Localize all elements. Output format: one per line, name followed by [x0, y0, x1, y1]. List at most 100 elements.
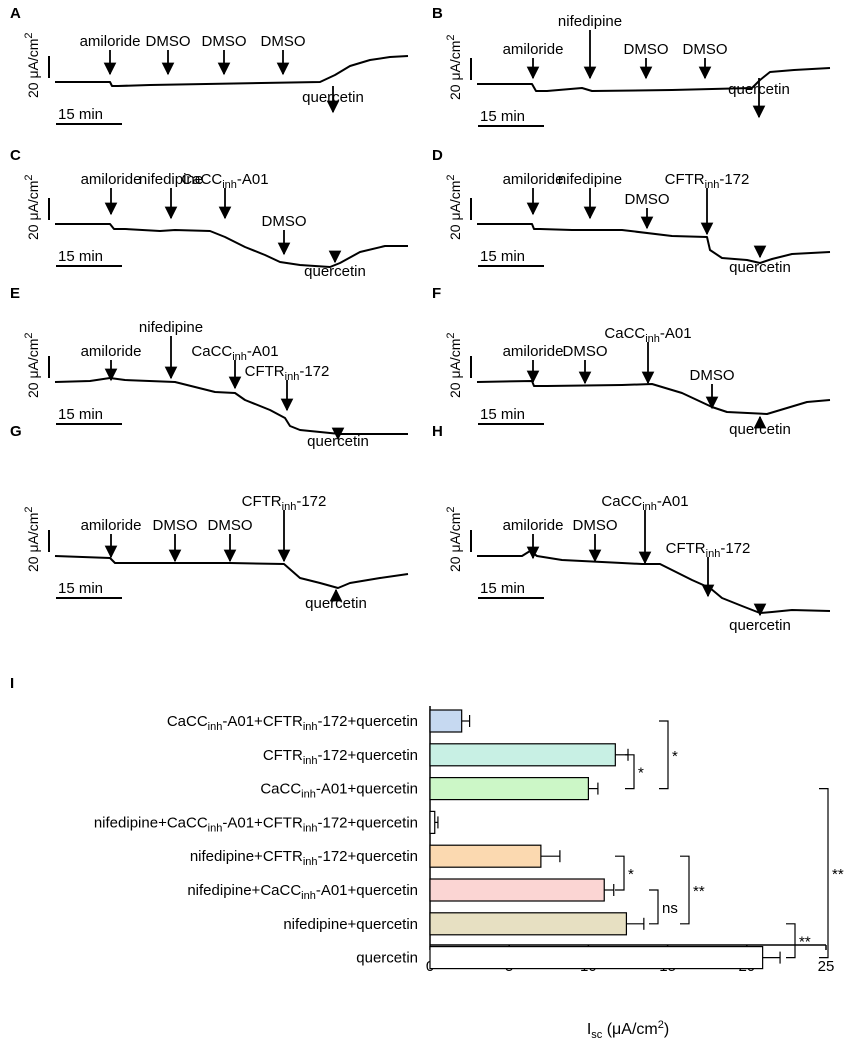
significance-bracket	[786, 923, 796, 959]
annotation-label: amiloride	[80, 33, 141, 50]
significance-label: ns	[662, 900, 678, 917]
bar	[429, 810, 436, 835]
annotation-label: amiloride	[81, 343, 142, 360]
y-scale-label: 20 μA/cm2	[445, 506, 463, 572]
significance-label: **	[799, 934, 811, 951]
annotation-label: quercetin	[729, 421, 791, 438]
annotation-label: quercetin	[729, 259, 791, 276]
significance-label: *	[638, 765, 644, 782]
annotation-label: DMSO	[153, 517, 198, 534]
y-scale-label: 20 μA/cm2	[23, 174, 41, 240]
annotation-label: DMSO	[563, 343, 608, 360]
y-scale-label: 20 μA/cm2	[445, 332, 463, 398]
significance-label: *	[628, 866, 634, 883]
significance-bracket	[649, 889, 659, 925]
isc-trace	[55, 223, 408, 268]
annotation-label: quercetin	[307, 433, 369, 450]
annotation-label: DMSO	[683, 41, 728, 58]
annotation-label: DMSO	[208, 517, 253, 534]
bar	[429, 709, 463, 733]
isc-trace	[54, 377, 408, 435]
annotation-label: nifedipine	[558, 13, 622, 30]
annotation-label: DMSO	[690, 367, 735, 384]
bar	[429, 844, 542, 868]
category-label: nifedipine+CaCCinh-A01+quercetin	[187, 882, 418, 902]
y-scale-label: 20 μA/cm2	[445, 34, 463, 100]
time-scale-label: 15 min	[58, 106, 103, 123]
y-scale-label: 20 μA/cm2	[445, 174, 463, 240]
annotation-label: DMSO	[261, 33, 306, 50]
time-scale-label: 15 min	[58, 406, 103, 423]
time-scale-label: 15 min	[480, 248, 525, 265]
category-label: CFTRinh-172+quercetin	[263, 747, 418, 767]
time-scale-label: 15 min	[480, 108, 525, 125]
bar	[429, 743, 616, 767]
time-scale-label: 15 min	[480, 580, 525, 597]
panel-label: I	[10, 675, 14, 692]
annotation-label: DMSO	[624, 41, 669, 58]
panel-label: D	[432, 147, 443, 164]
annotation-label: nifedipine	[558, 171, 622, 188]
significance-bracket	[615, 855, 625, 891]
isc-trace	[476, 380, 831, 415]
annotation-label: quercetin	[729, 617, 791, 634]
isc-trace	[477, 550, 831, 614]
time-scale-label: 15 min	[480, 406, 525, 423]
panel-label: H	[432, 423, 443, 440]
annotation-label: quercetin	[304, 263, 366, 280]
annotation-label: nifedipine	[139, 171, 203, 188]
annotation-label: DMSO	[202, 33, 247, 50]
panel-label: F	[432, 285, 441, 302]
bar	[429, 878, 605, 902]
annotation-label: quercetin	[305, 595, 367, 612]
category-label: nifedipine+quercetin	[283, 916, 418, 933]
annotation-label: amiloride	[81, 517, 142, 534]
time-scale-label: 15 min	[58, 580, 103, 597]
annotation-label: CFTRinh-172	[665, 171, 750, 191]
category-label: quercetin	[356, 950, 418, 967]
isc-trace	[55, 55, 409, 87]
annotation-label: DMSO	[262, 213, 307, 230]
annotation-label: amiloride	[503, 517, 564, 534]
annotation-label: CFTRinh-172	[666, 540, 751, 560]
annotation-label: CFTRinh-172	[242, 493, 327, 513]
annotation-label: quercetin	[302, 89, 364, 106]
panel-label: C	[10, 147, 21, 164]
bar	[429, 945, 764, 970]
significance-label: *	[672, 748, 678, 765]
panel-label: G	[10, 423, 22, 440]
x-tick-label: 25	[818, 958, 835, 975]
isc-trace	[477, 67, 831, 92]
category-label: CaCCinh-A01+CFTRinh-172+quercetin	[167, 713, 418, 733]
panel-label: E	[10, 285, 20, 302]
annotation-label: amiloride	[81, 171, 142, 188]
x-axis-label: Isc (μA/cm2)	[587, 1019, 669, 1041]
annotation-label: CaCCinh-A01	[601, 493, 688, 513]
significance-bracket	[819, 788, 829, 959]
annotation-label: CaCCinh-A01	[604, 325, 691, 345]
bar	[429, 776, 589, 801]
significance-label: **	[693, 883, 705, 900]
isc-trace	[477, 223, 831, 264]
time-scale-label: 15 min	[58, 248, 103, 265]
annotation-label: amiloride	[503, 343, 564, 360]
annotation-label: CFTRinh-172	[245, 363, 330, 383]
category-label: nifedipine+CFTRinh-172+quercetin	[190, 848, 418, 868]
annotation-label: DMSO	[146, 33, 191, 50]
annotation-label: CaCCinh-A01	[191, 343, 278, 363]
annotation-label: amiloride	[503, 41, 564, 58]
significance-label: **	[832, 866, 844, 883]
category-label: CaCCinh-A01+quercetin	[260, 781, 418, 801]
significance-bracket	[659, 720, 669, 790]
significance-bracket	[625, 754, 635, 790]
y-scale-label: 20 μA/cm2	[23, 32, 41, 98]
